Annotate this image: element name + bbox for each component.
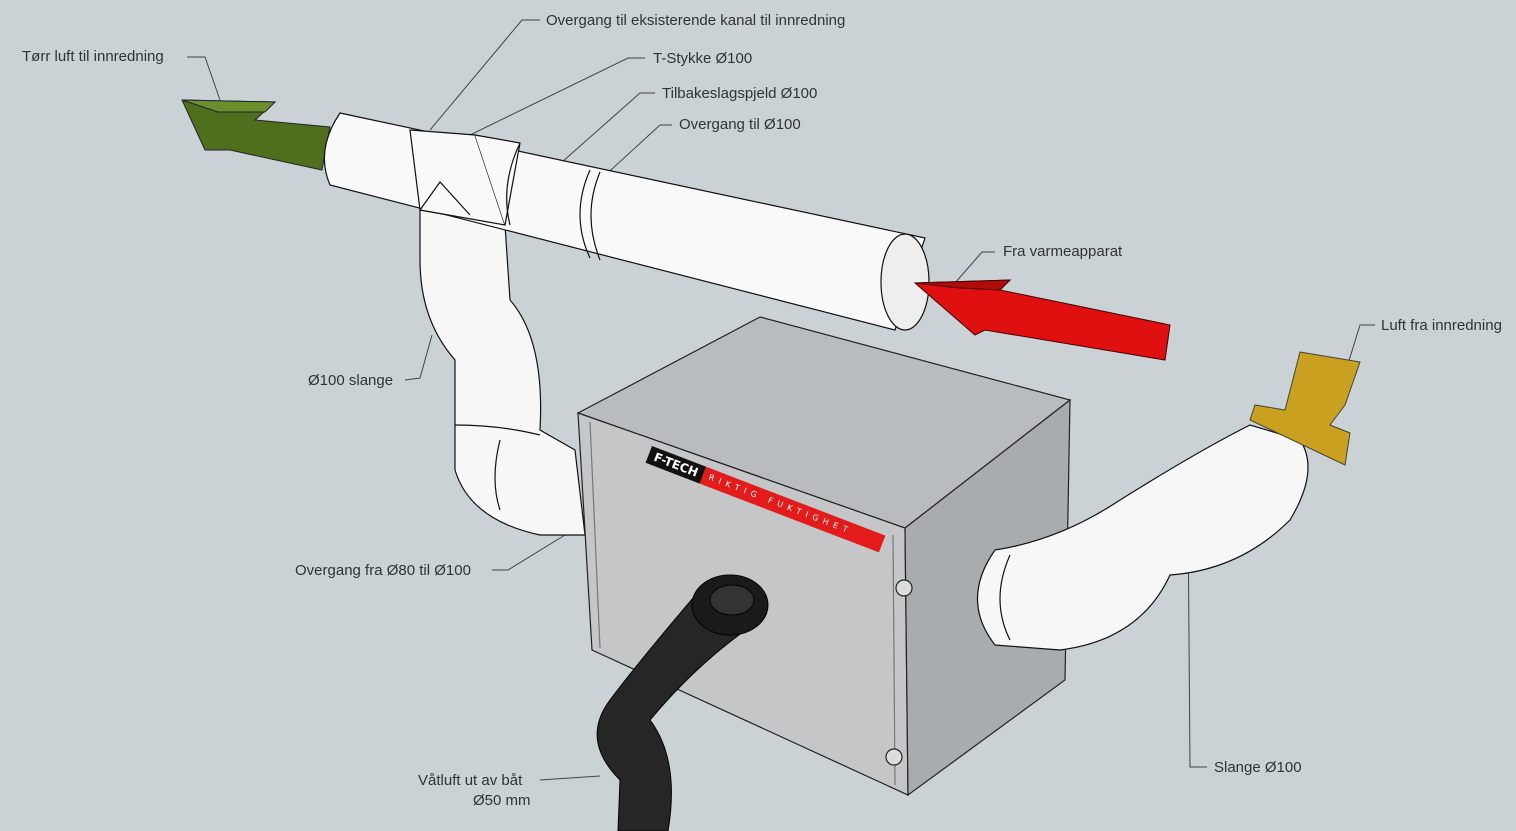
label-hose-100-right: Slange Ø100	[1214, 759, 1302, 776]
label-hose-100-left: Ø100 slange	[308, 372, 394, 389]
dry-air-arrow	[181, 99, 331, 171]
left-hose	[419, 209, 586, 536]
label-transition-80-100: Overgang fra Ø80 til Ø100	[295, 562, 471, 579]
label-from-heater: Fra varmeapparat	[1003, 243, 1123, 260]
label-wet-air-size: Ø50 mm	[473, 792, 531, 809]
label-air-from-interior: Luft fra innredning	[1381, 317, 1502, 334]
label-transition-existing: Overgang til eksisterende kanal til innr…	[546, 12, 846, 29]
label-dry-air: Tørr luft til innredning	[22, 48, 164, 65]
label-transition-100: Overgang til Ø100	[679, 116, 801, 133]
return-air-arrow	[1249, 351, 1361, 466]
right-hose	[977, 424, 1309, 651]
label-t-piece: T-Stykke Ø100	[653, 50, 753, 67]
wet-air-hose	[596, 574, 769, 831]
leader-lines	[187, 19, 1375, 781]
heat-arrow	[913, 279, 1171, 361]
label-wet-air: Våtluft ut av båt	[418, 772, 523, 789]
main-pipe	[323, 112, 930, 331]
label-check-valve: Tilbakeslagspjeld Ø100	[662, 85, 818, 102]
